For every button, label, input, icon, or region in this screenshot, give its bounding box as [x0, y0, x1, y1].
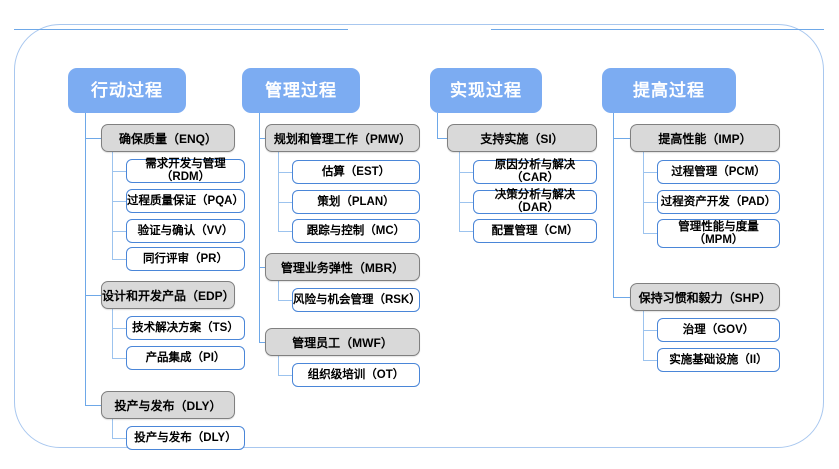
group-imp-child-trunk: [643, 152, 645, 233]
child-stub-cm: [459, 231, 473, 233]
leaf-box-mpm[interactable]: 管理性能与度量（MPM）: [657, 219, 780, 248]
group-dly-child-trunk: [112, 419, 114, 439]
leaf-box-gov[interactable]: 治理（GOV）: [657, 318, 780, 342]
child-stub-pad: [643, 202, 657, 204]
child-stub-vv: [112, 231, 126, 233]
child-stub-ii: [643, 360, 657, 362]
group-box-mbr[interactable]: 管理业务弹性（MBR）: [265, 253, 420, 281]
column-4-group-1-stub: [613, 138, 630, 140]
column-2-group-1-stub: [259, 138, 265, 140]
group-box-edp[interactable]: 设计和开发产品（EDP）: [101, 281, 235, 309]
group-shp-child-trunk: [643, 311, 645, 360]
column-1-group-3-stub: [85, 405, 101, 407]
leaf-box-ot[interactable]: 组织级培训（OT）: [292, 363, 420, 387]
column-2-trunk: [259, 113, 261, 342]
leaf-box-mc[interactable]: 跟踪与控制（MC）: [292, 219, 420, 243]
leaf-box-dly[interactable]: 投产与发布（DLY）: [126, 426, 245, 450]
column-header-1[interactable]: 行动过程: [68, 68, 186, 113]
group-box-mwf[interactable]: 管理员工（MWF）: [265, 328, 420, 356]
column-3-group-1-stub: [437, 138, 447, 140]
group-enq-child-trunk: [112, 152, 114, 259]
column-3-trunk: [437, 113, 439, 138]
child-stub-rsk: [278, 300, 292, 302]
group-mwf-child-trunk: [278, 356, 280, 376]
leaf-box-cm[interactable]: 配置管理（CM）: [473, 219, 597, 243]
child-stub-dly: [112, 438, 126, 440]
group-box-si[interactable]: 支持实施（SI）: [447, 124, 597, 152]
child-stub-car: [459, 172, 473, 174]
leaf-box-dar[interactable]: 决策分析与解决（DAR）: [473, 189, 597, 214]
leaf-box-est[interactable]: 估算（EST）: [292, 160, 420, 184]
child-stub-rdm: [112, 171, 126, 173]
child-stub-ot: [278, 375, 292, 377]
group-edp-child-trunk: [112, 309, 114, 358]
group-pmw-child-trunk: [278, 152, 280, 231]
leaf-box-vv[interactable]: 验证与确认（VV）: [126, 219, 245, 243]
leaf-box-pcm[interactable]: 过程管理（PCM）: [657, 160, 780, 184]
child-stub-gov: [643, 330, 657, 332]
column-header-3[interactable]: 实现过程: [430, 68, 542, 113]
column-header-2[interactable]: 管理过程: [242, 68, 360, 113]
group-box-imp[interactable]: 提高性能（IMP）: [630, 124, 780, 152]
group-mbr-child-trunk: [278, 281, 280, 301]
leaf-box-pqa[interactable]: 过程质量保证（PQA）: [126, 189, 245, 213]
root-connector-right: [491, 29, 824, 31]
child-stub-pr: [112, 259, 126, 261]
column-header-4[interactable]: 提高过程: [602, 68, 736, 113]
leaf-box-plan[interactable]: 策划（PLAN）: [292, 190, 420, 214]
group-box-pmw[interactable]: 规划和管理工作（PMW）: [265, 124, 420, 152]
child-stub-pi: [112, 358, 126, 360]
column-1-group-1-stub: [85, 138, 101, 140]
child-stub-est: [278, 172, 292, 174]
leaf-box-rsk[interactable]: 风险与机会管理（RSK）: [292, 288, 421, 312]
leaf-box-ts[interactable]: 技术解决方案（TS）: [126, 316, 245, 340]
leaf-box-pi[interactable]: 产品集成（PI）: [126, 346, 245, 370]
child-stub-dar: [459, 202, 473, 204]
column-2-group-3-stub: [259, 342, 265, 344]
column-1-group-2-stub: [85, 295, 101, 297]
column-2-group-2-stub: [259, 267, 265, 269]
child-stub-mpm: [643, 233, 657, 235]
child-stub-ts: [112, 328, 126, 330]
leaf-box-pr[interactable]: 同行评审（PR）: [126, 247, 245, 271]
leaf-box-car[interactable]: 原因分析与解决（CAR）: [473, 159, 597, 184]
child-stub-mc: [278, 231, 292, 233]
leaf-box-ii[interactable]: 实施基础设施（II）: [657, 348, 780, 372]
outer-frame: [14, 24, 824, 448]
column-4-group-2-stub: [613, 297, 630, 299]
child-stub-plan: [278, 202, 292, 204]
column-4-trunk: [613, 113, 615, 298]
child-stub-pqa: [112, 201, 126, 203]
group-box-dly[interactable]: 投产与发布（DLY）: [101, 391, 235, 419]
leaf-box-pad[interactable]: 过程资产开发（PAD）: [657, 190, 780, 214]
leaf-box-rdm[interactable]: 需求开发与管理（RDM）: [126, 158, 245, 183]
root-connector-left: [14, 29, 348, 31]
column-1-trunk: [85, 113, 87, 405]
child-stub-pcm: [643, 172, 657, 174]
group-box-enq[interactable]: 确保质量（ENQ）: [101, 124, 235, 152]
group-box-shp[interactable]: 保持习惯和毅力（SHP）: [630, 283, 780, 311]
group-si-child-trunk: [459, 152, 461, 231]
